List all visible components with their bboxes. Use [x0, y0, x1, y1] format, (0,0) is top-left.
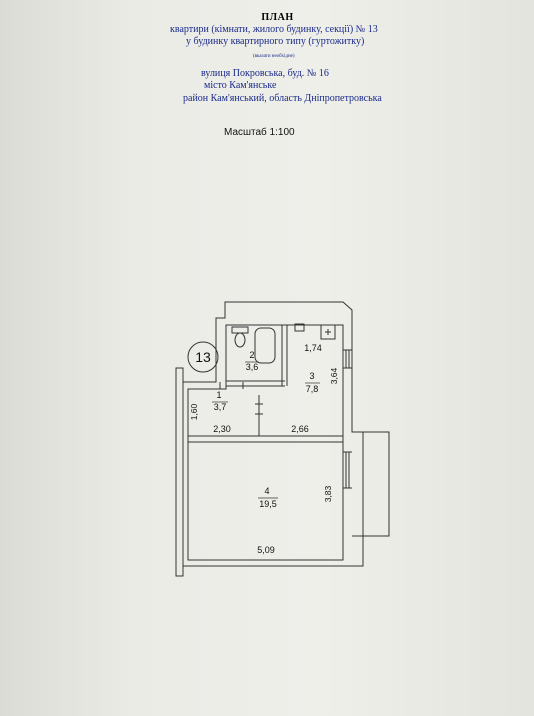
header-note: (вказати необхідне) — [253, 54, 295, 59]
room-1-id: 1 — [216, 390, 221, 400]
balcony — [352, 431, 390, 537]
sink-icon — [294, 323, 305, 332]
dim-3-83: 3,83 — [323, 485, 333, 502]
bathroom-wall — [226, 325, 288, 387]
dim-5-09: 5,09 — [257, 545, 275, 555]
dim-2-66: 2,66 — [291, 424, 309, 434]
room-3-id: 3 — [309, 371, 314, 381]
header-line-building: у будинку квартирного типу (гуртожитку) — [186, 36, 365, 47]
scale-label: Масштаб 1:100 — [224, 127, 295, 138]
door-mark — [255, 395, 263, 436]
room-4-area: 19,5 — [259, 499, 277, 509]
stove-icon — [320, 324, 336, 340]
room-3-area: 7,8 — [306, 384, 319, 394]
dim-1-60: 1,60 — [189, 403, 199, 420]
header-street: вулиця Покровська, буд. № 16 — [201, 68, 329, 79]
room-4-id: 4 — [264, 486, 269, 496]
window-kitchen — [343, 349, 352, 369]
header-city: місто Кам'янське — [204, 80, 277, 91]
outer-wall — [175, 301, 364, 577]
apartment-number: 13 — [195, 349, 211, 365]
toilet-icon — [234, 332, 246, 348]
header-district: район Кам'янський, область Дніпропетровс… — [183, 93, 382, 104]
partition-wall — [188, 435, 343, 443]
room-2-id: 2 — [249, 350, 254, 360]
inner-wall — [187, 324, 344, 561]
dim-2-30: 2,30 — [213, 424, 231, 434]
header-line-apartment: квартири (кімнати, жилого будинку, секці… — [170, 24, 378, 35]
apartment-number-circle — [187, 341, 219, 373]
dim-1-74: 1,74 — [304, 343, 322, 353]
door-mark-2 — [219, 382, 244, 389]
dim-3-64: 3,64 — [329, 367, 339, 384]
plan-title: ПЛАН — [261, 12, 294, 23]
room-2-area: 3,6 — [246, 362, 259, 372]
room-1-area: 3,7 — [214, 402, 227, 412]
window-room — [343, 451, 352, 489]
bathtub-icon — [254, 327, 276, 364]
